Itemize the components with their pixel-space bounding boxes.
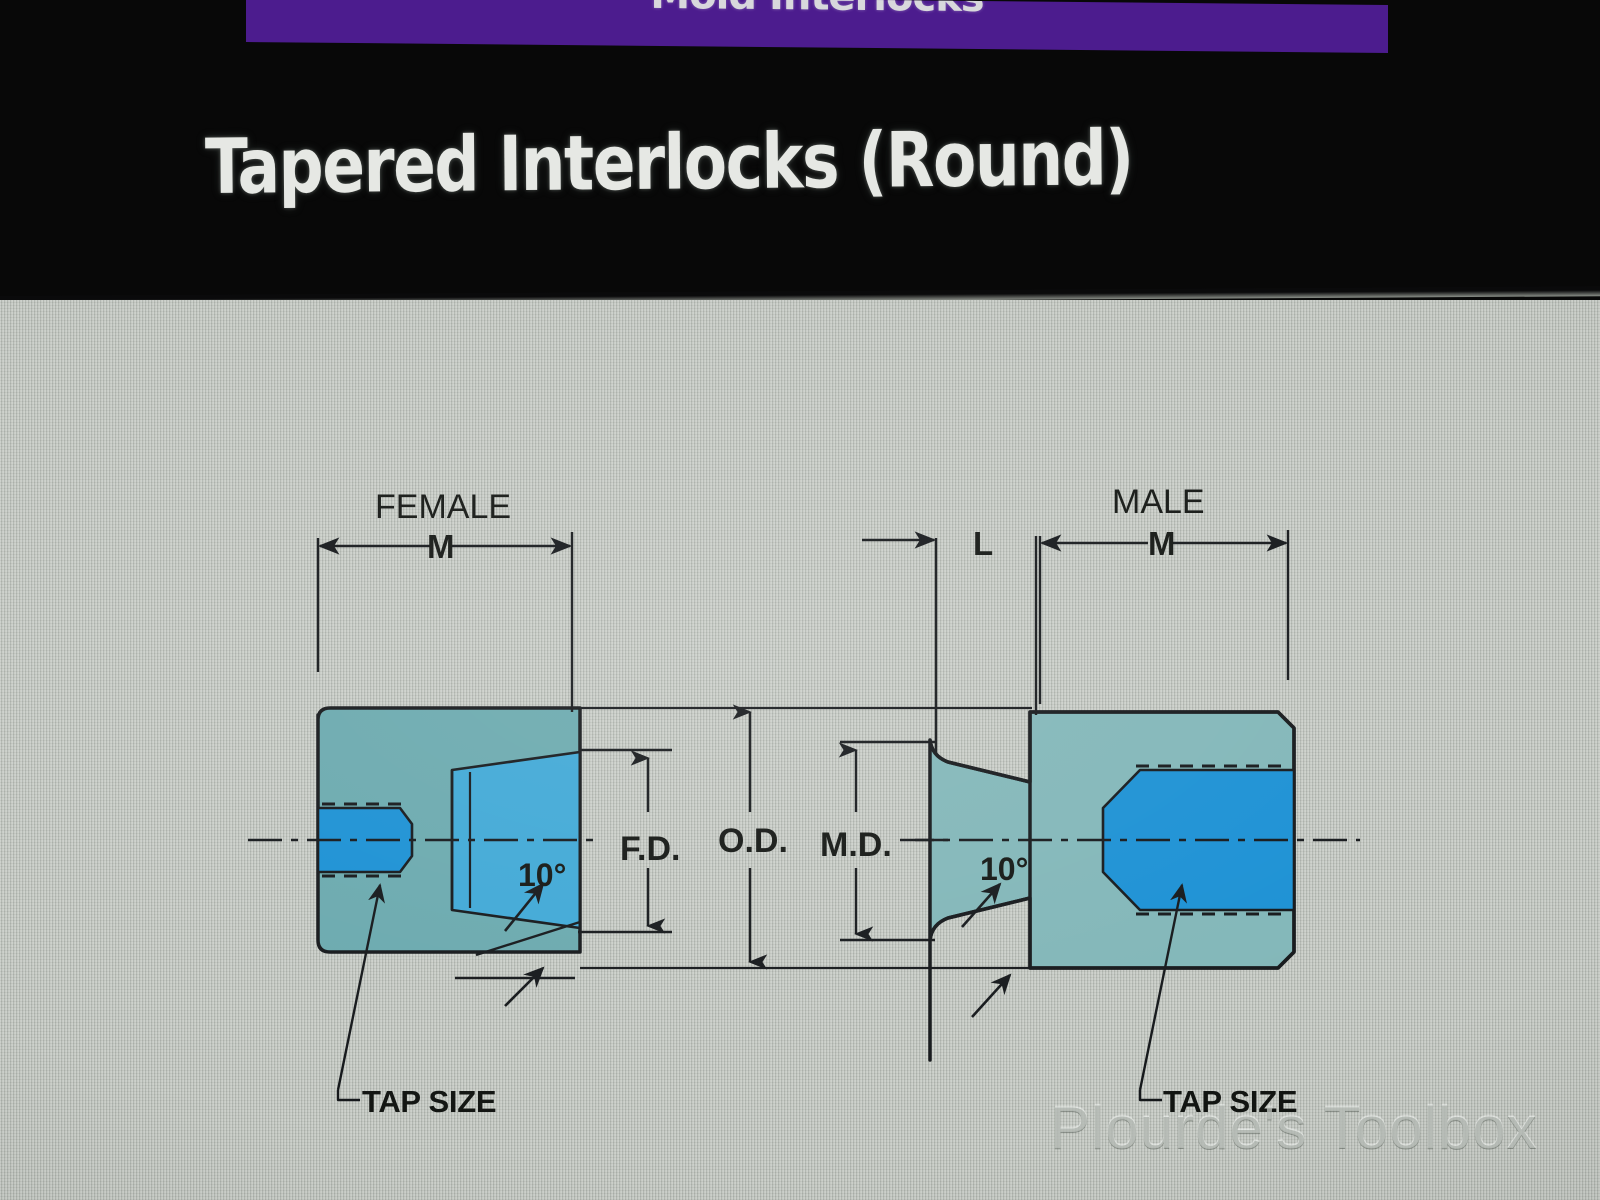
female-tap-leader-hook bbox=[336, 1090, 360, 1102]
male-tap-leader bbox=[1138, 883, 1187, 1091]
label-male: MALE bbox=[1112, 483, 1205, 521]
label-od: O.D. bbox=[718, 822, 788, 860]
label-male-angle: 10° bbox=[980, 851, 1028, 887]
label-fd: F.D. bbox=[620, 830, 680, 868]
label-male-m: M bbox=[1148, 525, 1176, 562]
label-female-tap-size: TAP SIZE bbox=[362, 1084, 496, 1119]
male-taper-arrow-2 bbox=[971, 973, 1012, 1018]
diagram-panel: FEMALE M L MALE M F.D. O.D. M.D. 10° 10°… bbox=[0, 300, 1600, 1200]
label-female-m: M bbox=[427, 528, 455, 565]
page-title: Tapered Interlocks (Round) bbox=[204, 113, 1134, 211]
female-taper-arrow bbox=[503, 882, 545, 932]
label-female-angle: 10° bbox=[518, 857, 566, 893]
male-taper-arrow-main bbox=[961, 882, 1002, 928]
female-taper-ref-line bbox=[475, 920, 581, 957]
dimension-lines bbox=[316, 530, 1290, 970]
female-tap-leader bbox=[336, 883, 385, 1091]
female-part bbox=[248, 706, 600, 1102]
label-l: L bbox=[973, 525, 993, 562]
diagram-labels: FEMALE M L MALE M F.D. O.D. M.D. 10° 10°… bbox=[362, 483, 1298, 1119]
male-part bbox=[900, 710, 1360, 1102]
slide-header: Tapered Interlocks (Round) bbox=[0, 0, 1600, 312]
label-md: M.D. bbox=[820, 826, 892, 864]
female-taper-arrow-2 bbox=[504, 966, 545, 1007]
male-tap-leader-hook bbox=[1138, 1090, 1162, 1102]
label-male-tap-size: TAP SIZE bbox=[1163, 1084, 1297, 1119]
female-tapped-bore bbox=[316, 806, 414, 874]
technical-drawing: FEMALE M L MALE M F.D. O.D. M.D. 10° 10°… bbox=[248, 483, 1360, 1119]
label-female: FEMALE bbox=[375, 488, 511, 526]
